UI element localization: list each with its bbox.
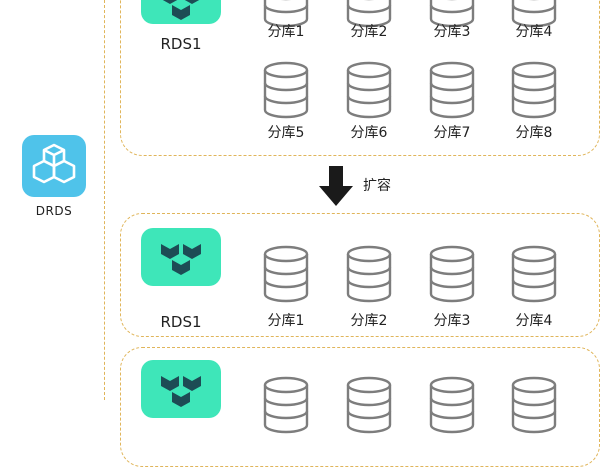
- database-icon[interactable]: [262, 376, 310, 434]
- drds-cubes-icon: [32, 143, 76, 184]
- database-icon[interactable]: [510, 376, 558, 434]
- drds-label: DRDS: [35, 204, 73, 218]
- database-icon[interactable]: [345, 245, 393, 303]
- database-icon[interactable]: [428, 61, 476, 119]
- rds-node[interactable]: [141, 0, 221, 24]
- shard-label: 分库4: [515, 24, 553, 40]
- database-icon[interactable]: [345, 0, 393, 28]
- rds-node-icon: [162, 0, 200, 20]
- drds-node[interactable]: [22, 135, 86, 197]
- database-icon[interactable]: [510, 245, 558, 303]
- rds-node-icon: [161, 244, 201, 275]
- database-icon[interactable]: [262, 245, 310, 303]
- database-icon[interactable]: [428, 245, 476, 303]
- shard-label: 分库1: [267, 313, 305, 329]
- shard-label: 分库5: [267, 125, 305, 141]
- rds-label: RDS1: [160, 35, 202, 53]
- database-icon[interactable]: [262, 0, 310, 28]
- expand-label: 扩容: [363, 178, 391, 194]
- shard-label: 分库6: [350, 125, 388, 141]
- shard-label: 分库8: [515, 125, 553, 141]
- shard-label: 分库1: [267, 24, 305, 40]
- rds-node[interactable]: [141, 228, 221, 286]
- database-icon[interactable]: [510, 61, 558, 119]
- database-icon[interactable]: [345, 61, 393, 119]
- shard-label: 分库2: [350, 24, 388, 40]
- database-icon[interactable]: [262, 61, 310, 119]
- rds-node[interactable]: [141, 360, 221, 418]
- arrow-down-icon: [319, 166, 353, 206]
- shard-label: 分库2: [350, 313, 388, 329]
- shard-label: 分库3: [433, 24, 471, 40]
- database-icon[interactable]: [428, 0, 476, 28]
- database-icon[interactable]: [345, 376, 393, 434]
- database-icon[interactable]: [428, 376, 476, 434]
- shard-label: 分库7: [433, 125, 471, 141]
- drds-connector-line: [104, 0, 105, 400]
- shard-label: 分库4: [515, 313, 553, 329]
- shard-label: 分库3: [433, 313, 471, 329]
- rds-node-icon: [161, 376, 201, 407]
- database-icon[interactable]: [510, 0, 558, 28]
- rds-label: RDS1: [160, 313, 202, 331]
